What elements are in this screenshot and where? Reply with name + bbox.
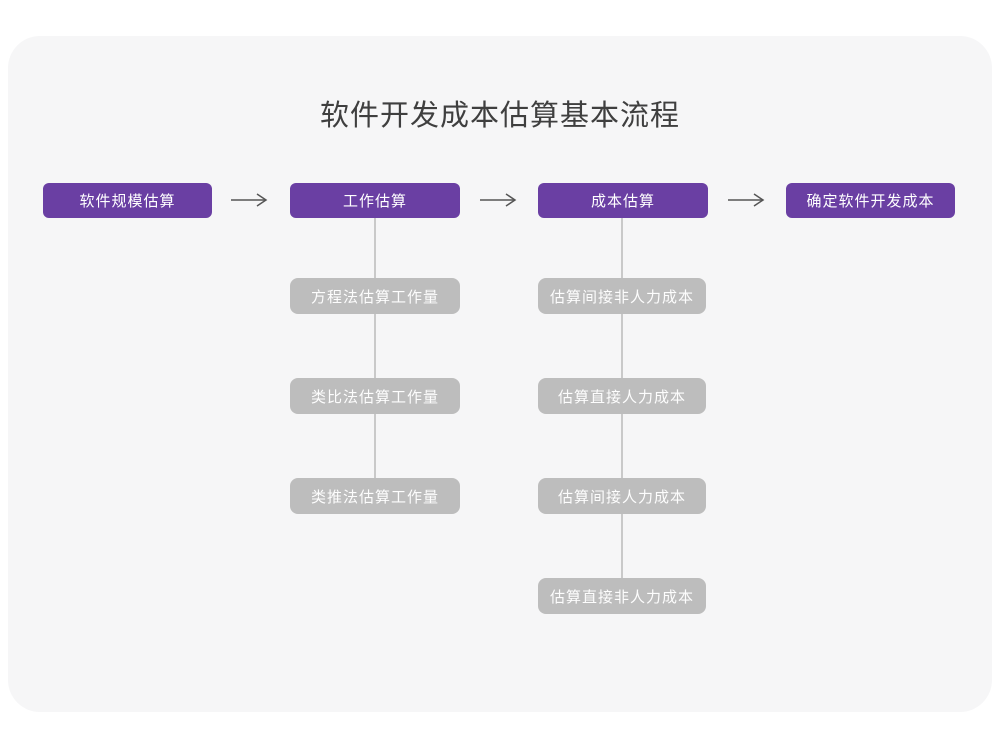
sub-node-label: 类推法估算工作量 xyxy=(310,488,439,506)
flow-node-cost-estimation[interactable]: 成本估算 xyxy=(538,183,708,218)
sub-node-label: 类比法估算工作量 xyxy=(310,388,439,406)
arrow-right-icon xyxy=(479,192,519,208)
flow-node-software-scale-estimation[interactable]: 软件规模估算 xyxy=(43,183,212,218)
flow-node-work-estimation[interactable]: 工作估算 xyxy=(290,183,460,218)
arrow-right-icon xyxy=(727,192,767,208)
sub-node-label: 估算间接非人力成本 xyxy=(549,288,694,306)
sub-node-label: 估算直接非人力成本 xyxy=(549,588,694,606)
flow-node-label: 确定软件开发成本 xyxy=(806,193,935,210)
sub-node-label: 方程法估算工作量 xyxy=(310,288,439,306)
sub-node-analogy-method[interactable]: 类比法估算工作量 xyxy=(290,378,460,414)
flow-node-label: 工作估算 xyxy=(342,193,407,210)
flowchart-card xyxy=(8,36,992,712)
sub-node-label: 估算直接人力成本 xyxy=(557,388,686,406)
sub-node-indirect-nonlabor-cost[interactable]: 估算间接非人力成本 xyxy=(538,278,706,314)
sub-node-equation-method[interactable]: 方程法估算工作量 xyxy=(290,278,460,314)
flow-node-label: 成本估算 xyxy=(590,193,655,210)
sub-node-direct-nonlabor-cost[interactable]: 估算直接非人力成本 xyxy=(538,578,706,614)
flow-node-label: 软件规模估算 xyxy=(79,193,176,210)
page-title: 软件开发成本估算基本流程 xyxy=(319,100,680,132)
flow-node-determine-development-cost[interactable]: 确定软件开发成本 xyxy=(786,183,955,218)
sub-node-inference-method[interactable]: 类推法估算工作量 xyxy=(290,478,460,514)
sub-node-direct-labor-cost[interactable]: 估算直接人力成本 xyxy=(538,378,706,414)
arrow-right-icon xyxy=(230,192,270,208)
connector-line xyxy=(374,218,376,497)
sub-node-indirect-labor-cost[interactable]: 估算间接人力成本 xyxy=(538,478,706,514)
sub-node-label: 估算间接人力成本 xyxy=(557,488,686,506)
